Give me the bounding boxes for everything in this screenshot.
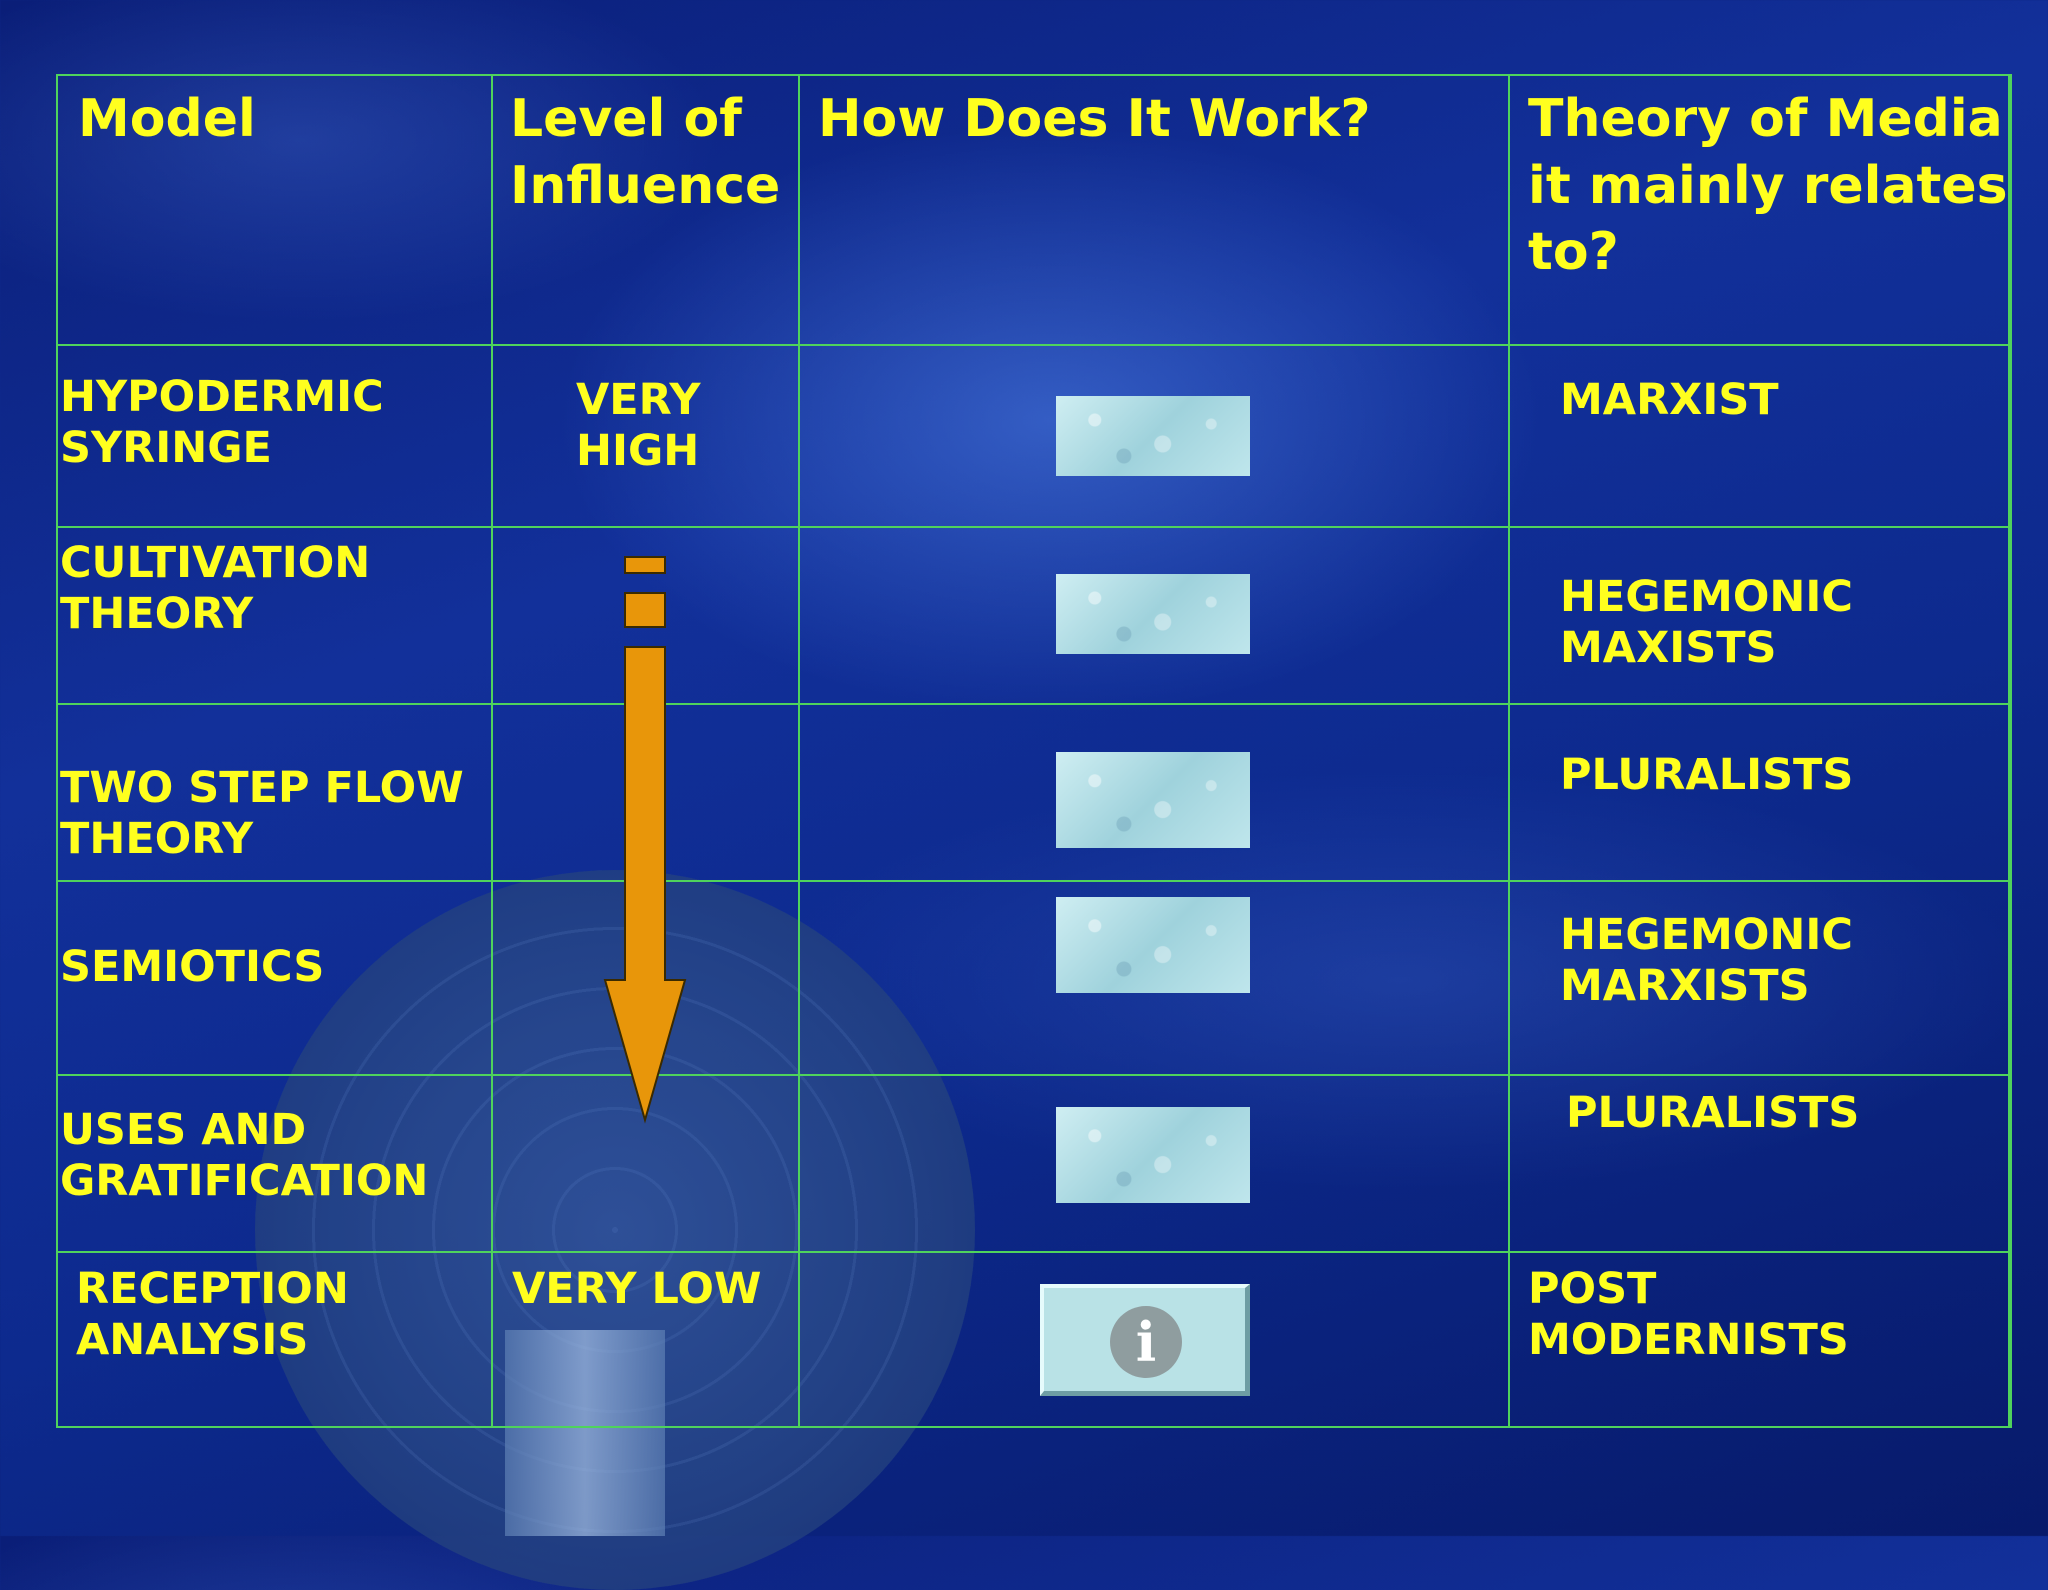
influence-cell: VERY LOW bbox=[512, 1264, 762, 1314]
row-divider bbox=[58, 344, 2010, 346]
info-button[interactable]: i bbox=[1040, 1284, 1250, 1396]
column-divider bbox=[1508, 76, 1510, 1426]
model-cell: RECEPTION ANALYSIS bbox=[76, 1264, 349, 1365]
row-divider bbox=[58, 526, 2010, 528]
theory-cell: PLURALISTS bbox=[1566, 1088, 1860, 1138]
model-cell: USES AND GRATIFICATION bbox=[60, 1105, 429, 1206]
model-cell: SEMIOTICS bbox=[60, 942, 325, 992]
how-it-works-button[interactable] bbox=[1056, 897, 1250, 993]
theory-cell: MARXIST bbox=[1560, 375, 1779, 425]
model-cell: TWO STEP FLOW THEORY bbox=[60, 763, 464, 864]
theory-cell: POST MODERNISTS bbox=[1528, 1264, 1849, 1365]
row-divider bbox=[58, 703, 2010, 705]
header-level-of-influence: Level of Influence bbox=[510, 89, 781, 216]
column-divider bbox=[491, 76, 493, 1426]
theory-table bbox=[56, 74, 2012, 1428]
column-divider bbox=[798, 76, 800, 1426]
how-it-works-button[interactable] bbox=[1056, 1107, 1250, 1203]
influence-cell: VERY HIGH bbox=[576, 375, 701, 476]
satellite-dish-base bbox=[505, 1330, 665, 1536]
how-it-works-button[interactable] bbox=[1056, 574, 1250, 654]
row-divider bbox=[58, 1251, 2010, 1253]
influence-decrease-arrow bbox=[603, 556, 687, 1124]
header-theory-of-media: Theory of Media it mainly relates to? bbox=[1528, 89, 2008, 283]
model-cell: CULTIVATION THEORY bbox=[60, 538, 371, 639]
how-it-works-button[interactable] bbox=[1056, 396, 1250, 476]
how-it-works-button[interactable] bbox=[1056, 752, 1250, 848]
theory-cell: HEGEMONIC MAXISTS bbox=[1560, 572, 1853, 673]
row-divider bbox=[58, 880, 2010, 882]
row-divider bbox=[58, 1074, 2010, 1076]
info-icon: i bbox=[1110, 1306, 1182, 1378]
theory-cell: PLURALISTS bbox=[1560, 750, 1854, 800]
header-how-does-it-work: How Does It Work? bbox=[818, 89, 1371, 149]
model-cell: HYPODERMIC SYRINGE bbox=[60, 372, 384, 473]
column-divider bbox=[2008, 76, 2010, 1426]
theory-cell: HEGEMONIC MARXISTS bbox=[1560, 910, 1853, 1011]
header-model: Model bbox=[78, 89, 256, 149]
